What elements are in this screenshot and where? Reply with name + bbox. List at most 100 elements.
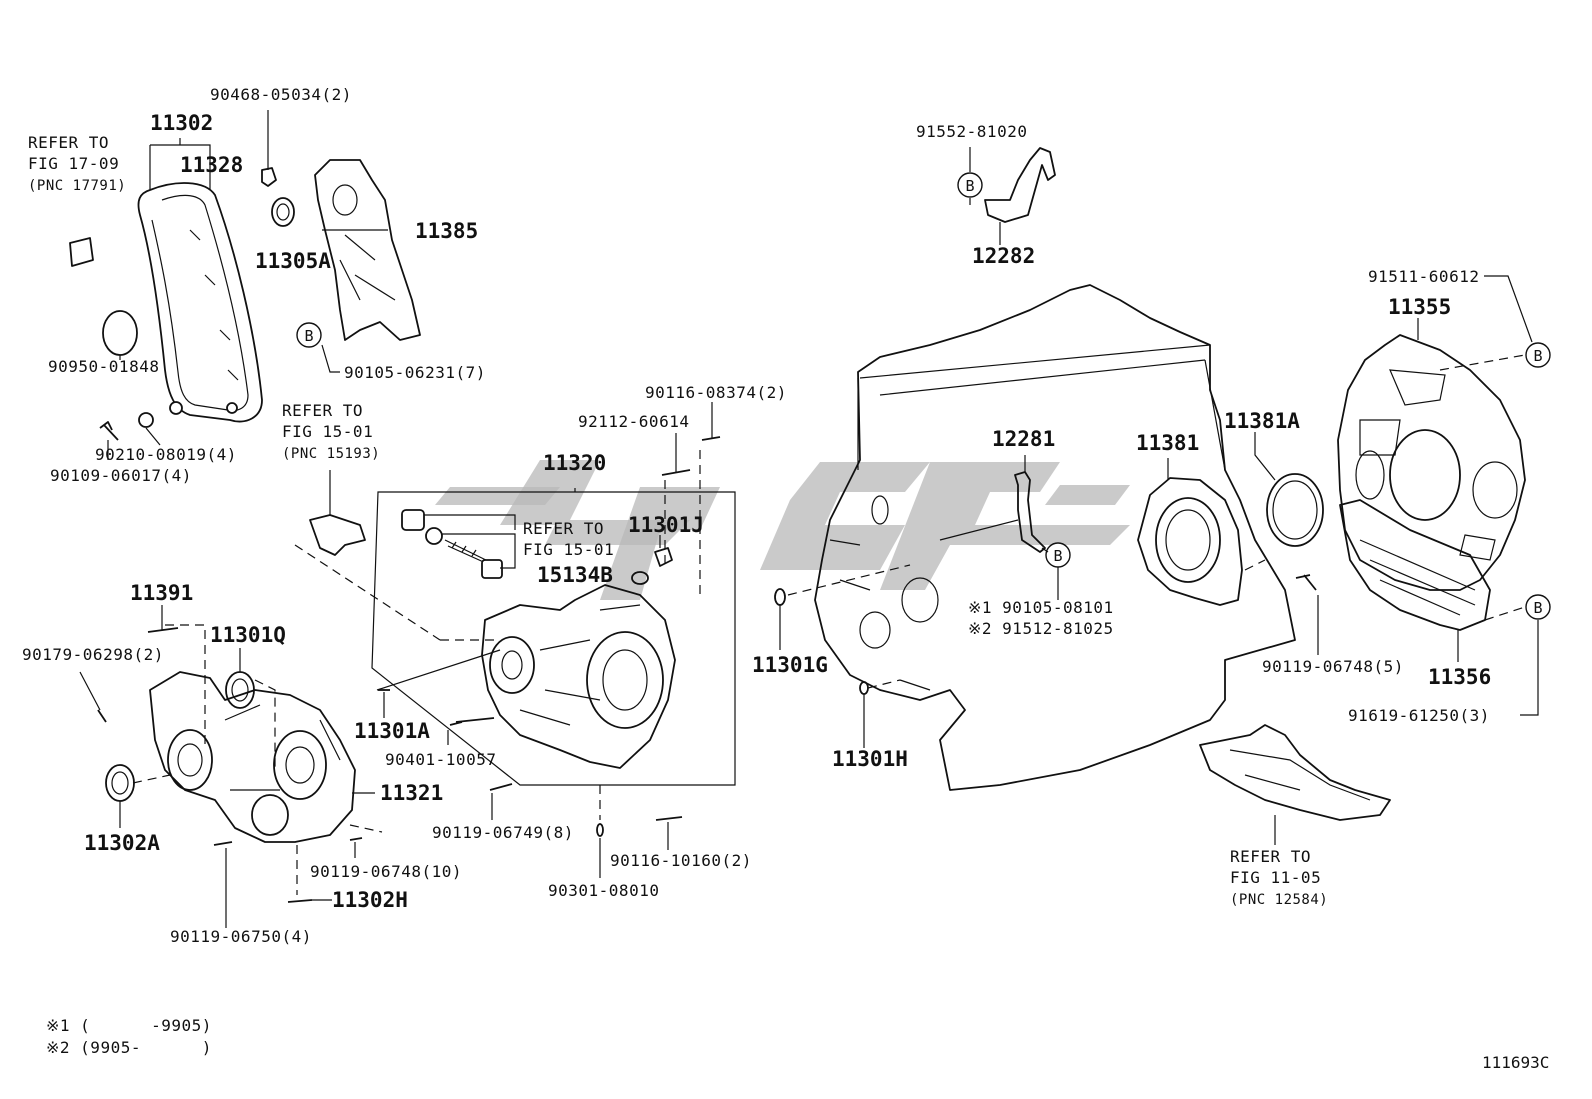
- svg-text:B: B: [1533, 347, 1542, 365]
- label-11301j: 11301J: [628, 513, 704, 537]
- refer-11-05-line3: (PNC 12584): [1230, 892, 1328, 908]
- label-11301a: 11301A: [354, 719, 430, 743]
- label-90119-06749: 90119-06749(8): [432, 823, 574, 842]
- label-plate-icon: [69, 237, 94, 267]
- oil-seal-retainer-11381: [1137, 458, 1243, 606]
- label-11328: 11328: [180, 153, 243, 177]
- refer-15-01-inner-line1: REFER TO: [523, 519, 604, 538]
- refer-15-01-left-line3: (PNC 15193): [282, 446, 380, 462]
- bracket-12282: [969, 147, 1056, 245]
- svg-text:B: B: [1053, 547, 1062, 565]
- clip-90468-icon: [261, 110, 277, 187]
- tag-b-3: B: [1041, 542, 1071, 600]
- refer-17-09-line3: (PNC 17791): [28, 178, 126, 194]
- label-15134b: 15134B: [537, 563, 613, 587]
- bolt-90401-icon: [447, 717, 495, 745]
- label-11301q: 11301Q: [210, 623, 286, 647]
- bolt-90109-icon: [99, 421, 119, 441]
- footnote-2: ※2 (9905- ): [46, 1038, 212, 1057]
- label-91619-61250: 91619-61250(3): [1348, 706, 1490, 725]
- oring-11301g-icon: [774, 564, 911, 650]
- relief-valve-parts: [401, 509, 516, 579]
- label-11355: 11355: [1388, 295, 1451, 319]
- bolt-90119-06748-10-icon: [349, 837, 363, 858]
- diagram-id: 111693C: [1482, 1053, 1549, 1072]
- front-case-11321: [149, 671, 356, 843]
- label-11301h: 11301H: [832, 747, 908, 771]
- tag-b-2: B: [296, 322, 322, 348]
- label-90468-05034: 90468-05034(2): [210, 85, 352, 104]
- label-11302h: 11302H: [332, 888, 408, 912]
- label-90119-06750: 90119-06750(4): [170, 927, 312, 946]
- oring-11301h-icon: [859, 679, 901, 748]
- plug-icon: [102, 310, 138, 356]
- label-91552-81020: 91552-81020: [916, 122, 1027, 141]
- label-91511-60612: 91511-60612: [1368, 267, 1479, 286]
- label-12281: 12281: [992, 427, 1055, 451]
- label-11381a: 11381A: [1224, 409, 1300, 433]
- refer-15-01-left-line2: FIG 15-01: [282, 422, 373, 441]
- flywheel-housing-cover: [1199, 724, 1391, 845]
- label-11302a: 11302A: [84, 831, 160, 855]
- bolt-90119-06750-icon: [213, 841, 233, 928]
- label-90950-01848: 90950-01848: [48, 357, 159, 376]
- svg-text:B: B: [1533, 599, 1542, 617]
- label-11302: 11302: [150, 111, 213, 135]
- stud-92112-icon: [661, 433, 691, 476]
- label-90401-10057: 90401-10057: [385, 750, 496, 769]
- gasket-15134b-icon: [631, 571, 649, 585]
- seal-11302a-icon: [105, 764, 135, 828]
- refer-11-05-line1: REFER TO: [1230, 847, 1311, 866]
- svg-text:B: B: [965, 177, 974, 195]
- bolt-90119-06749-icon: [489, 783, 513, 820]
- refer-17-09-line1: REFER TO: [28, 133, 109, 152]
- label-90119-06748-10: 90119-06748(10): [310, 862, 462, 881]
- stud-90116-10160-icon: [655, 816, 683, 850]
- svg-text:B: B: [304, 327, 313, 345]
- label-11385: 11385: [415, 219, 478, 243]
- label-90119-06748-5: 90119-06748(5): [1262, 657, 1404, 676]
- tag-b-1: B: [957, 172, 983, 198]
- timing-cover-rear-plate: [314, 159, 421, 341]
- tag-b-4: B: [1525, 342, 1551, 368]
- label-90301-08010: 90301-08010: [548, 881, 659, 900]
- label-90109-06017: 90109-06017(4): [50, 466, 192, 485]
- stud-90116-08374-icon: [701, 402, 721, 441]
- part-labels: 90468-05034(2) 11302 11328 11305A 11385 …: [22, 85, 1549, 1072]
- oring-90301-icon: [596, 823, 604, 878]
- label-92112-60614: 92112-60614: [578, 412, 689, 431]
- label-11305a: 11305A: [255, 249, 331, 273]
- refer-11-05-line2: FIG 11-05: [1230, 868, 1321, 887]
- plug-11301j-icon: [654, 535, 673, 567]
- label-11321: 11321: [380, 781, 443, 805]
- oil-seal-11381a: [1254, 432, 1324, 547]
- timing-belt-cover: [137, 182, 263, 423]
- tag-b-5: B: [1525, 594, 1551, 620]
- label-90210-08019: 90210-08019(4): [95, 445, 237, 464]
- oil-pump-body: [481, 584, 676, 769]
- end-plate-11356: [1339, 499, 1491, 662]
- pin-11391-icon: [147, 605, 179, 633]
- seal-11301q-icon: [225, 648, 255, 709]
- pin-11301a-icon: [378, 689, 390, 718]
- end-plate-11355: [1337, 318, 1526, 591]
- label-11381: 11381: [1136, 431, 1199, 455]
- engine-block: [814, 284, 1296, 791]
- footnote-1: ※1 ( -9905): [46, 1016, 212, 1035]
- label-90105-06231: 90105-06231(7): [344, 363, 486, 382]
- nut-90210-icon: [138, 412, 154, 428]
- refer-17-09-line2: FIG 17-09: [28, 154, 119, 173]
- label-11320: 11320: [543, 451, 606, 475]
- label-90179-06298: 90179-06298(2): [22, 645, 164, 664]
- label-12282: 12282: [972, 244, 1035, 268]
- refer-15-01-inner-line2: FIG 15-01: [523, 540, 614, 559]
- watermark-logo: [435, 460, 1130, 600]
- label-91512-81025: ※2 91512-81025: [968, 619, 1114, 638]
- bracket-12281: [939, 455, 1046, 553]
- stud-11302h-icon: [287, 899, 332, 903]
- idler-bracket-icon: [294, 470, 441, 641]
- label-90116-08374: 90116-08374(2): [645, 383, 787, 402]
- label-90116-10160: 90116-10160(2): [610, 851, 752, 870]
- label-11391: 11391: [130, 581, 193, 605]
